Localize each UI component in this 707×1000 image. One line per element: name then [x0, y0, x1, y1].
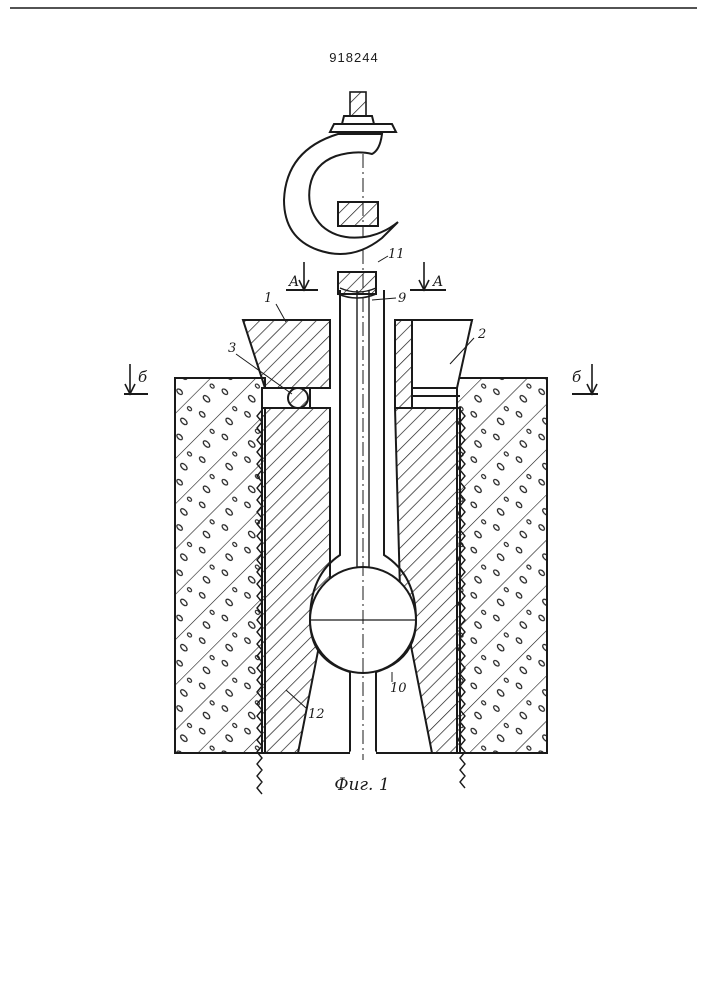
lifting-hook: [284, 92, 398, 298]
patent-number: 918244: [329, 50, 378, 65]
section-b-label-left: б: [138, 368, 148, 386]
callout-2: 2: [477, 327, 486, 342]
section-b-marker-right: б: [572, 364, 598, 394]
section-b-marker-left: б: [124, 364, 148, 394]
callout-11: 11: [388, 247, 405, 262]
section-b-label-right: б: [572, 368, 582, 386]
callout-1: 1: [264, 291, 272, 306]
section-a-label-right: A: [431, 274, 443, 290]
callout-9: 9: [398, 291, 406, 306]
section-a-marker-right: A: [410, 262, 446, 290]
section-a-label-left: A: [287, 274, 299, 290]
ring-seal: [288, 388, 308, 408]
section-a-marker-left: A: [286, 262, 318, 290]
callout-12: 12: [308, 707, 325, 722]
concrete-body: [175, 378, 547, 753]
callout-3: 3: [228, 341, 236, 356]
figure-caption: Фиг. 1: [334, 775, 389, 795]
callout-10: 10: [390, 681, 407, 696]
